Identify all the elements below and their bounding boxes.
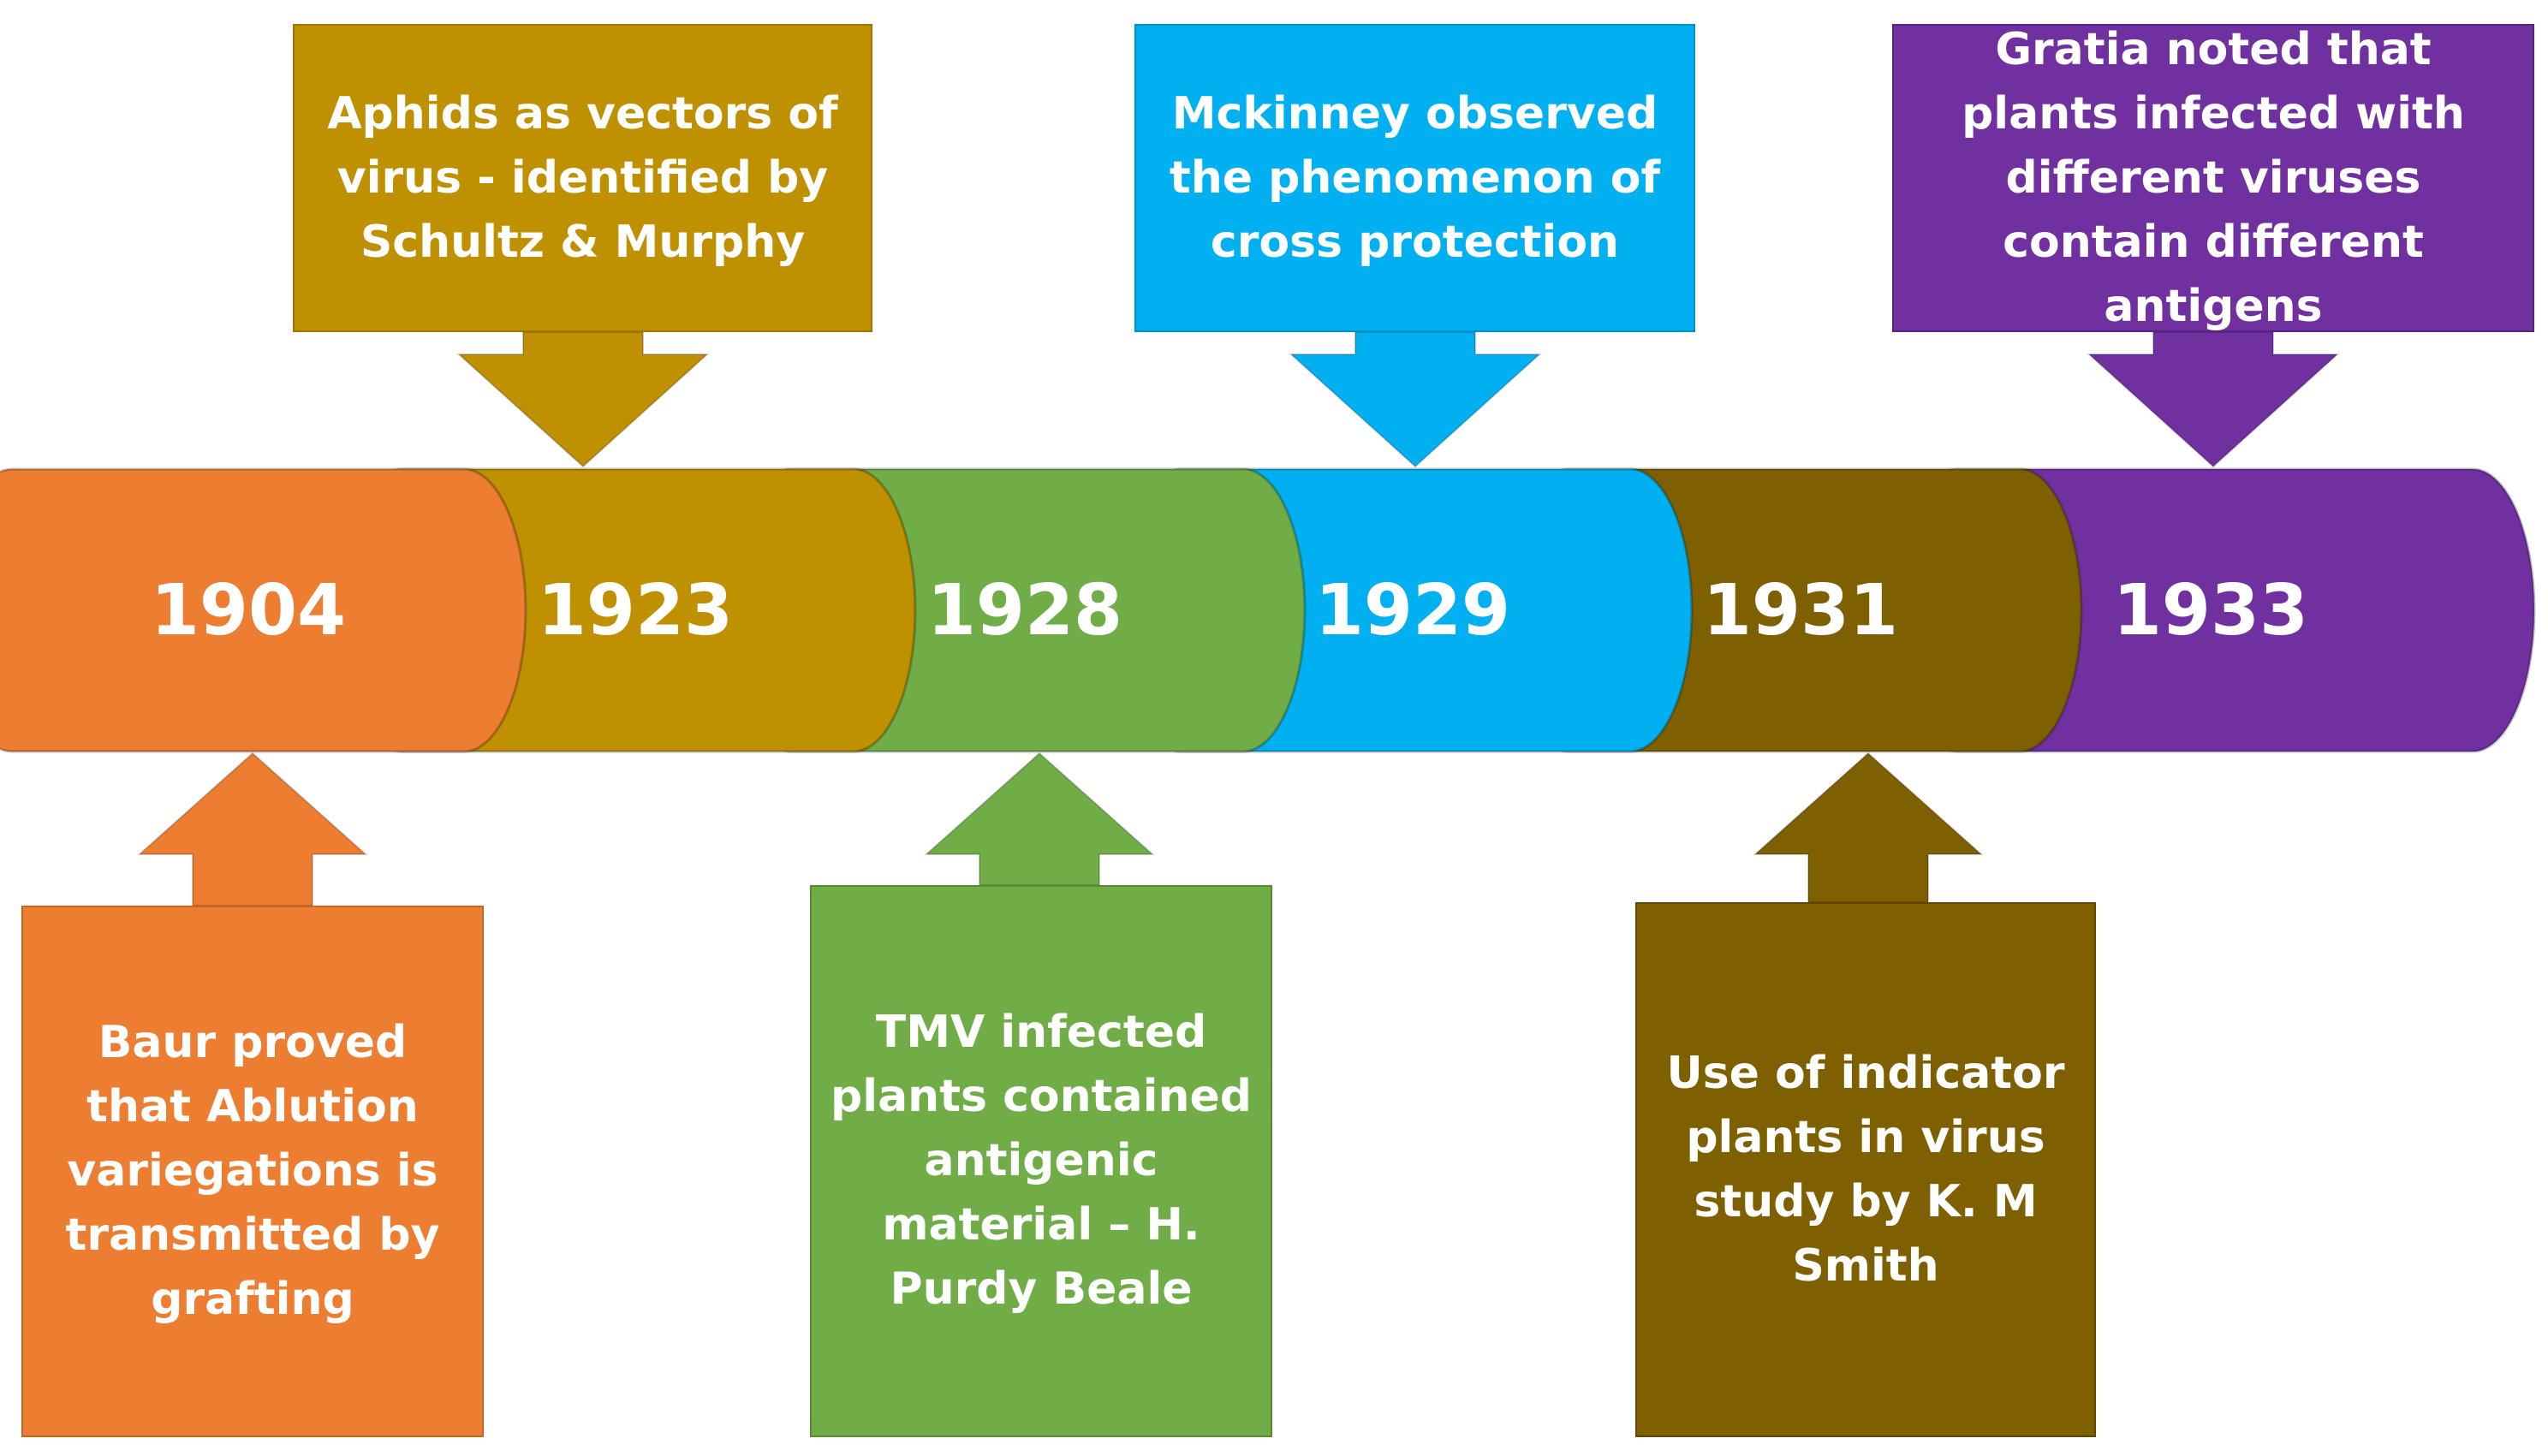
arrow-1933 xyxy=(2087,331,2340,468)
year-label-1929: 1929 xyxy=(1315,570,1510,651)
callout-1931-text: Use of indicator plants in virus study b… xyxy=(1666,1047,2065,1292)
arrow-1931 xyxy=(1753,752,1984,903)
callout-1904: Baur proved that Ablution variegations i… xyxy=(21,906,484,1437)
timeline-segment-1904 xyxy=(0,467,527,753)
arrow-1904 xyxy=(137,752,368,906)
year-label-1928: 1928 xyxy=(927,570,1122,651)
callout-1928: TMV infected plants contained antigenic … xyxy=(810,885,1272,1437)
year-label-1923: 1923 xyxy=(538,570,733,651)
year-label-1933: 1933 xyxy=(2113,570,2308,651)
callout-1923: Aphids as vectors of virus - identified … xyxy=(293,24,872,332)
callout-1923-text: Aphids as vectors of virus - identified … xyxy=(327,87,838,268)
callout-1904-text: Baur proved that Ablution variegations i… xyxy=(65,1017,440,1325)
arrow-1928 xyxy=(924,752,1155,886)
callout-1928-text: TMV infected plants contained antigenic … xyxy=(830,1007,1252,1315)
year-label-1904: 1904 xyxy=(151,570,346,651)
callout-1929: Mckinney observed the phenomenon of cros… xyxy=(1134,24,1695,332)
year-label-1931: 1931 xyxy=(1703,570,1898,651)
callout-1933-text: Gratia noted that plants infected with d… xyxy=(1962,23,2465,332)
callout-1931: Use of indicator plants in virus study b… xyxy=(1635,902,2096,1437)
arrow-1923 xyxy=(456,331,710,468)
callout-1933: Gratia noted that plants infected with d… xyxy=(1892,24,2534,332)
arrow-1929 xyxy=(1289,331,1542,468)
callout-1929-text: Mckinney observed the phenomenon of cros… xyxy=(1169,87,1661,268)
